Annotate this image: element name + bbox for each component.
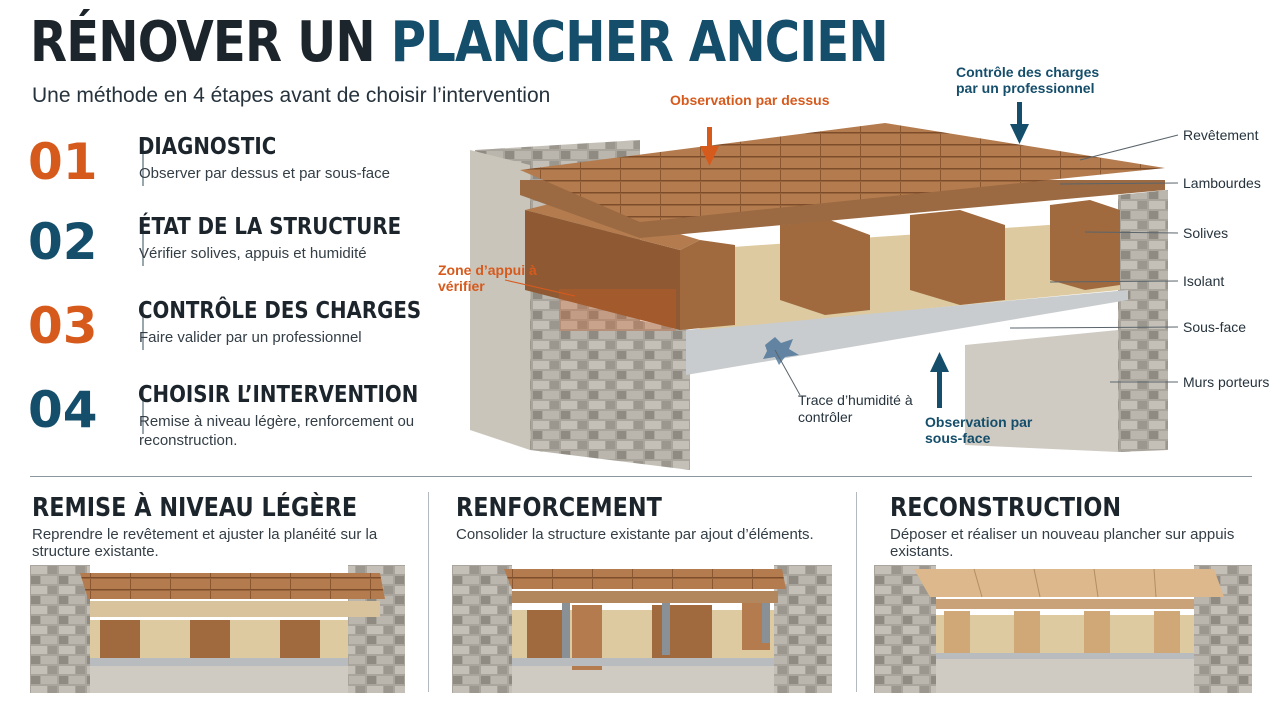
- option-reinforcement: RENFORCEMENT Consolider la structure exi…: [456, 492, 846, 543]
- right-bearing-wall: [965, 190, 1168, 452]
- step-title: CONTRÔLE DES CHARGES: [138, 298, 422, 324]
- step-4: 04 CHOISIR L’INTERVENTION Remise à nivea…: [28, 381, 448, 462]
- option-title: REMISE À NIVEAU LÉGÈRE: [32, 493, 358, 523]
- step-number: 02: [28, 213, 98, 271]
- light-leveling-illustration: [30, 565, 405, 693]
- callout-load-check: Contrôle des charges par un professionne…: [956, 64, 1100, 96]
- page-subtitle: Une méthode en 4 étapes avant de choisir…: [32, 84, 551, 107]
- joists: [525, 200, 1120, 330]
- step-title: CHOISIR L’INTERVENTION: [138, 382, 419, 408]
- option-description: Reprendre le revêtement et ajuster la pl…: [32, 526, 378, 560]
- option-reconstruction: RECONSTRUCTION Déposer et réaliser un no…: [890, 492, 1280, 560]
- step-description: Vérifier solives, appuis et humidité: [139, 245, 367, 262]
- option-description: Consolider la structure existante par aj…: [456, 526, 814, 543]
- floor-covering: [520, 123, 1165, 222]
- floor-cutaway-illustration: [470, 102, 1179, 470]
- step-description: Observer par dessus et par sous-face: [139, 165, 390, 182]
- step-number: 03: [28, 297, 98, 355]
- layer-label-insulation: Isolant: [1183, 273, 1225, 289]
- step-description: Faire valider par un professionnel: [139, 329, 362, 346]
- callout-support-zone: Zone d’appui à vérifier: [438, 262, 537, 294]
- column-separator: [856, 492, 857, 692]
- step-title: ÉTAT DE LA STRUCTURE: [138, 214, 402, 240]
- step-1: 01 DIAGNOSTIC Observer par dessus et par…: [28, 133, 448, 214]
- step-2: 02 ÉTAT DE LA STRUCTURE Vérifier solives…: [28, 213, 448, 294]
- blue-arrow-down-icon: [1010, 102, 1029, 144]
- title-part-1: RÉNOVER UN: [30, 10, 376, 75]
- step-separator: [142, 304, 144, 350]
- step-separator: [142, 140, 144, 186]
- step-separator: [142, 220, 144, 266]
- layer-label-joists: Solives: [1183, 225, 1229, 241]
- layer-label-covering: Revêtement: [1183, 127, 1259, 143]
- page-title: RÉNOVER UN PLANCHER ANCIEN: [30, 8, 889, 78]
- section-divider: [30, 476, 1252, 477]
- blue-arrow-up-icon: [930, 352, 949, 408]
- callout-top-observation: Observation par dessus: [670, 92, 830, 108]
- support-zone-highlight: [559, 289, 676, 331]
- reconstruction-illustration: [874, 565, 1252, 693]
- option-description: Déposer et réaliser un nouveau plancher …: [890, 526, 1235, 560]
- step-3: 03 CONTRÔLE DES CHARGES Faire valider pa…: [28, 297, 448, 378]
- layer-label-sleepers: Lambourdes: [1183, 175, 1261, 191]
- title-part-2: PLANCHER ANCIEN: [390, 10, 889, 75]
- layer-label-bearing-walls: Murs porteurs: [1183, 374, 1270, 390]
- moisture-stain: [763, 337, 799, 365]
- option-light-leveling: REMISE À NIVEAU LÉGÈRE Reprendre le revê…: [32, 492, 422, 560]
- step-title: DIAGNOSTIC: [138, 134, 277, 160]
- option-title: RENFORCEMENT: [456, 493, 662, 523]
- step-separator: [142, 388, 144, 434]
- reinforcement-illustration: [452, 565, 832, 693]
- step-number: 04: [28, 381, 98, 439]
- layer-label-underside: Sous-face: [1183, 319, 1247, 335]
- orange-arrow-icon: [700, 127, 719, 166]
- column-separator: [428, 492, 429, 692]
- callout-bottom-observation: Observation par sous-face: [925, 414, 1033, 446]
- step-number: 01: [28, 133, 98, 191]
- step-description: Remise à niveau légère, renforcement ou …: [139, 413, 415, 449]
- option-title: RECONSTRUCTION: [890, 493, 1122, 523]
- leader-lines: [504, 134, 1179, 396]
- callout-moisture: Trace d’humidité à contrôler: [798, 392, 913, 425]
